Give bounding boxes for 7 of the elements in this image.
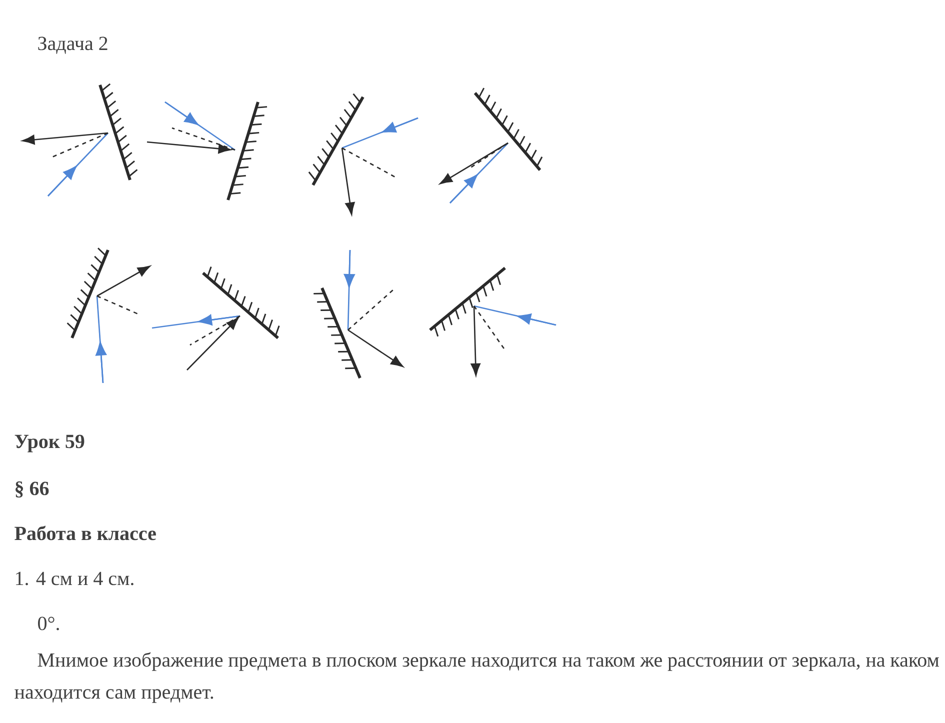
answer-line: 0°.	[38, 616, 59, 630]
heading: Урок 59	[14, 434, 84, 452]
heading: § 66	[16, 481, 49, 498]
answer-line: 1. 4 см и 4 см.	[16, 572, 134, 586]
heading: Задача 2	[38, 36, 108, 54]
heading: Работа в классе	[14, 526, 156, 540]
paragraph: Мнимое изображение предмета в плоском зеркале находится на таком же расстоянии от зеркала, на каком находится сам предмет.	[14, 652, 939, 703]
